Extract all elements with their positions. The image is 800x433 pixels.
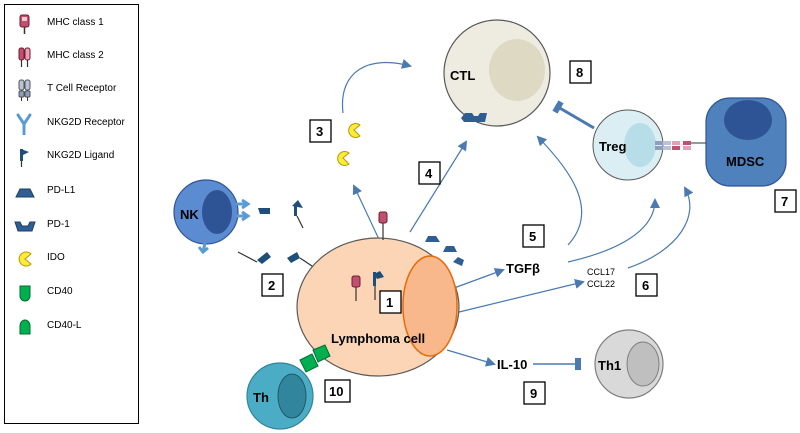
legend-item-nkg2d-receptor: NKG2D Receptor	[9, 113, 137, 135]
ido-icon	[18, 251, 32, 267]
legend-item-mhc-class-1: MHC class 1	[9, 13, 137, 35]
treg-cell	[592, 109, 680, 181]
legend-label: MHC class 2	[47, 50, 104, 61]
arrow-ccl-to-treg	[627, 186, 694, 269]
tgfb-label: TGFβ	[506, 261, 540, 276]
number-6: 6	[642, 278, 649, 293]
number-3: 3	[316, 124, 323, 139]
number-boxes	[261, 60, 797, 405]
mhc-class-2-icon	[18, 47, 31, 67]
nkg2d-ligand-icon	[20, 149, 29, 167]
arrow-tgfb-to-treg	[567, 198, 660, 263]
legend-label: T Cell Receptor	[47, 83, 117, 94]
arrow-tgfb-to-ctl	[536, 135, 583, 246]
number-9: 9	[530, 386, 537, 401]
nk-cell	[173, 179, 304, 255]
legend-item-ido: IDO	[9, 248, 137, 270]
inhibit-treg-ctl	[552, 100, 595, 130]
ccl22-label: CCL22	[587, 279, 615, 289]
pd-1-icon	[14, 221, 36, 232]
treg-label: Treg	[599, 139, 627, 154]
number-2: 2	[268, 278, 275, 293]
number-10: 10	[329, 384, 343, 399]
legend-label: NKG2D Ligand	[47, 150, 115, 161]
legend-label: PD-L1	[47, 185, 76, 196]
arrow-lymphoma-to-il10	[446, 349, 496, 367]
legend-label: PD-1	[47, 219, 70, 230]
arrow-ido-to-ctl	[341, 59, 412, 114]
ctl-cell	[443, 19, 551, 127]
legend-label: MHC class 1	[47, 17, 104, 28]
arrow-lymphoma-to-ccl	[454, 279, 585, 314]
lymphoma-cell	[296, 211, 464, 377]
legend-label: CD40	[47, 286, 73, 297]
th-label: Th	[253, 390, 269, 405]
number-5: 5	[529, 229, 536, 244]
arrow-treg-to-lymphoma	[425, 180, 627, 230]
ctl-label: CTL	[450, 68, 475, 83]
mhc-class-1-icon	[19, 14, 30, 34]
th1-label: Th1	[598, 358, 621, 373]
legend-item-pd-l1: PD-L1	[9, 181, 137, 203]
pd-l1-icon	[15, 188, 35, 198]
arrows	[341, 59, 694, 370]
ccl17-label: CCL17	[587, 267, 615, 277]
legend-item-cd40: CD40	[9, 282, 137, 304]
nkg2d-receptor-icon	[16, 113, 32, 135]
cd40-icon	[19, 285, 31, 302]
mdsc-cell	[683, 97, 787, 187]
number-7: 7	[781, 194, 788, 209]
arrow-lymphoma-to-tgfb	[453, 268, 505, 289]
legend-item-nkg2d-ligand: NKG2D Ligand	[9, 146, 137, 168]
legend: MHC class 1 MHC class 2 T Cell Receptor	[4, 4, 139, 424]
arrow-lymphoma-to-ctl	[409, 140, 468, 233]
number-8: 8	[576, 65, 583, 80]
legend-label: CD40-L	[47, 320, 82, 331]
th-cell	[246, 353, 319, 430]
ido-molecules	[337, 123, 361, 166]
legend-item-mhc-class-2: MHC class 2	[9, 46, 137, 68]
number-1: 1	[386, 295, 393, 310]
th1-cell	[594, 329, 664, 399]
legend-label: NKG2D Receptor	[47, 117, 125, 128]
lymphoma-label: Lymphoma cell	[331, 331, 425, 346]
nk-label: NK	[180, 207, 199, 222]
legend-item-cd40-l: CD40-L	[9, 316, 137, 338]
il10-label: IL-10	[497, 357, 527, 372]
legend-item-t-cell-receptor: T Cell Receptor	[9, 79, 137, 101]
cd40-l-icon	[19, 319, 31, 335]
legend-item-pd-1: PD-1	[9, 215, 137, 237]
nkg2d-pairs	[237, 251, 319, 271]
t-cell-receptor-icon	[18, 79, 31, 101]
mdsc-label: MDSC	[726, 154, 765, 169]
number-4: 4	[425, 166, 433, 181]
legend-label: IDO	[47, 252, 65, 263]
